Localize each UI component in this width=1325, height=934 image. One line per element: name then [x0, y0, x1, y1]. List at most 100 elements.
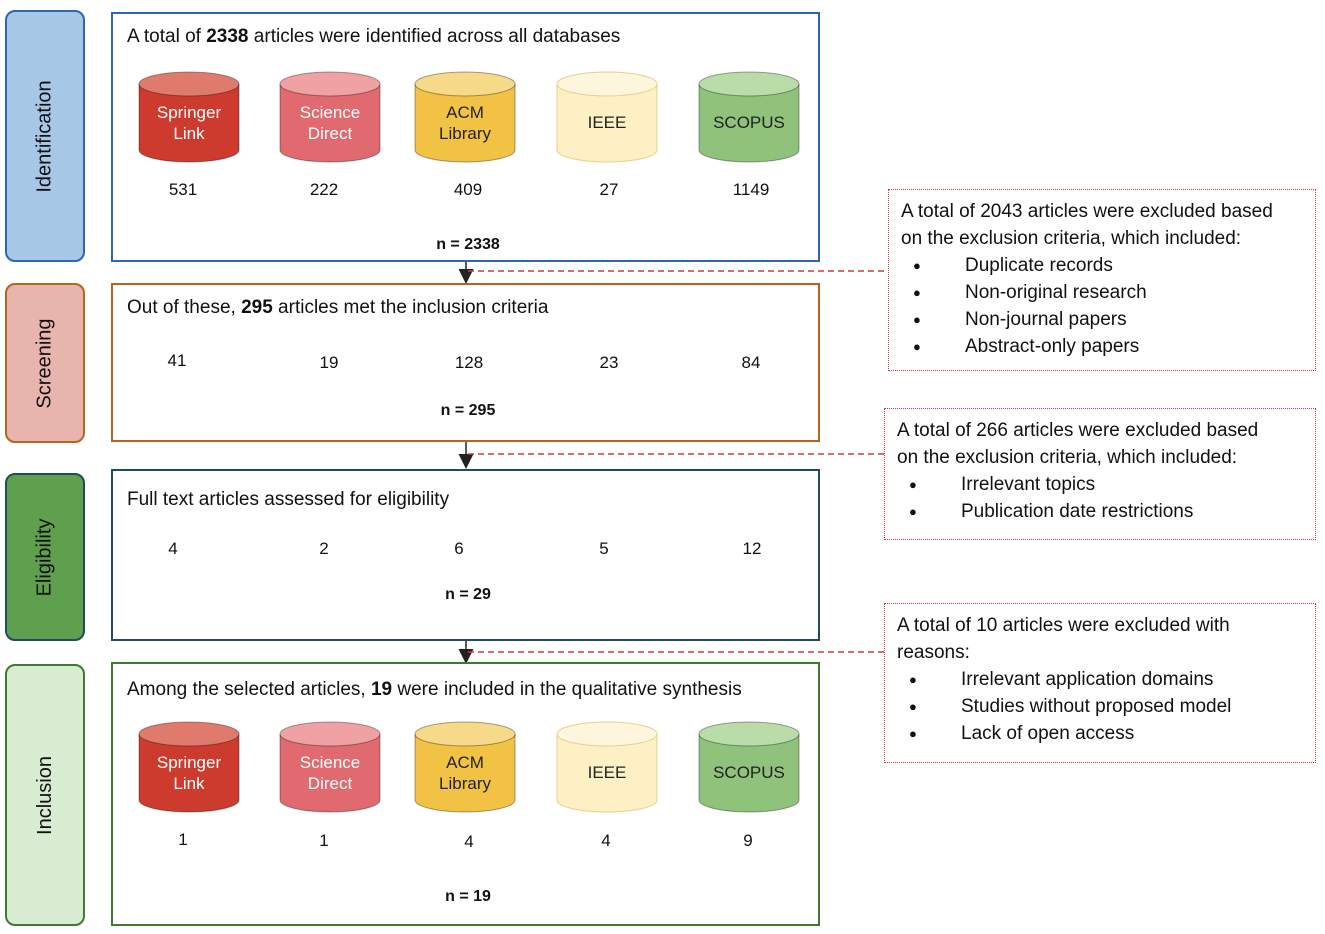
count-scopus: 9	[743, 831, 753, 850]
stage-label-eligibility: Eligibility	[5, 473, 85, 641]
count-scopus: 1149	[732, 180, 770, 199]
database-label: SCOPUS	[697, 112, 801, 133]
database-label: ACM Library	[413, 102, 517, 144]
list-item: Studies without proposed model	[909, 693, 1303, 720]
count-science-direct: 222	[309, 180, 339, 199]
count-springer: 4	[168, 539, 178, 558]
list-item: Irrelevant topics	[909, 471, 1303, 498]
cylinder-icon	[556, 721, 658, 813]
stage-label-text: Identification	[33, 79, 56, 193]
cylinder-icon	[698, 721, 800, 813]
exclusion-box-1: A total of 2043 articles were excluded b…	[888, 189, 1316, 371]
title-text: Out of these,	[127, 297, 242, 318]
cylinder-icon	[556, 71, 658, 163]
exclusion-box-3: A total of 10 articles were excluded wit…	[884, 603, 1316, 763]
count-acm: 4	[464, 832, 474, 851]
count-springer: 41	[167, 351, 187, 370]
cylinder-icon	[279, 721, 381, 813]
cylinder-icon	[138, 721, 240, 813]
list-item: Duplicate records	[913, 252, 1303, 279]
title-number: 19	[370, 679, 393, 700]
ieee-db: IEEE	[555, 70, 659, 164]
count-science-direct: 2	[319, 539, 329, 558]
exclusion-list: Irrelevant application domains Studies w…	[897, 666, 1303, 747]
database-label-line: Science	[299, 753, 361, 772]
count-ieee: 27	[599, 180, 619, 199]
database-label-line: Direct	[307, 774, 353, 793]
count-acm: 409	[453, 180, 483, 199]
list-item: Non-journal papers	[913, 306, 1303, 333]
database-label-line: Springer	[156, 103, 222, 122]
database-label-line: IEEE	[587, 763, 627, 782]
database-label: ACM Library	[413, 752, 517, 794]
list-item: Publication date restrictions	[909, 498, 1303, 525]
cylinder-icon	[414, 71, 516, 163]
database-label-line: SCOPUS	[713, 113, 785, 132]
stage-label-inclusion: Inclusion	[5, 664, 85, 926]
stage-label-screening: Screening	[5, 283, 85, 443]
list-item: Irrelevant application domains	[909, 666, 1303, 693]
total-count: n = 2338	[436, 236, 500, 253]
list-item: Abstract-only papers	[913, 333, 1303, 360]
count-scopus: 12	[742, 539, 762, 558]
ieee-db: IEEE	[555, 720, 659, 814]
cylinder-icon	[698, 71, 800, 163]
exclusion-text-line1: A total of 266 articles were excluded ba…	[897, 420, 1259, 441]
list-item: Lack of open access	[909, 720, 1303, 747]
stage-label-identification: Identification	[5, 10, 85, 262]
exclusion-text-line1: A total of 10 articles were excluded wit…	[897, 615, 1230, 636]
identification-title: A total of 2338 articles were identified…	[127, 26, 620, 48]
database-label-line: IEEE	[587, 113, 627, 132]
database-label-line: SCOPUS	[713, 763, 785, 782]
count-scopus: 84	[741, 353, 761, 372]
count-ieee: 5	[599, 539, 609, 558]
count-springer: 1	[178, 830, 188, 849]
database-label-line: Library	[439, 774, 491, 793]
eligibility-box: Full text articles assessed for eligibil…	[111, 469, 820, 641]
database-label-line: Springer	[156, 753, 222, 772]
scopus-db: SCOPUS	[697, 70, 801, 164]
stage-label-text: Screening	[33, 317, 56, 409]
acm-library-db: ACM Library	[413, 70, 517, 164]
stage-label-text: Eligibility	[33, 518, 56, 596]
title-text: Among the selected articles,	[127, 679, 371, 700]
title-number: 2338	[206, 26, 249, 47]
exclusion-text-line1: A total of 2043 articles were excluded b…	[901, 201, 1273, 222]
cylinder-icon	[414, 721, 516, 813]
total-count: n = 29	[445, 586, 491, 603]
database-label-line: Direct	[307, 124, 353, 143]
title-text: articles met the inclusion criteria	[272, 297, 549, 318]
exclusion-text-line2: on the exclusion criteria, which include…	[897, 447, 1238, 468]
exclusion-list: Irrelevant topics Publication date restr…	[897, 471, 1303, 525]
database-label: SCOPUS	[697, 762, 801, 783]
count-ieee: 23	[599, 353, 619, 372]
count-acm: 128	[454, 353, 484, 372]
title-text: were included in the qualitative synthes…	[392, 679, 742, 700]
eligibility-title: Full text articles assessed for eligibil…	[127, 489, 450, 510]
inclusion-box: Among the selected articles, 19 were inc…	[111, 662, 820, 926]
database-label-line: Science	[299, 103, 361, 122]
database-label-line: ACM	[446, 753, 484, 772]
cylinder-icon	[279, 71, 381, 163]
count-ieee: 4	[601, 831, 611, 850]
title-number: 295	[241, 297, 273, 318]
database-label-line: Link	[173, 774, 205, 793]
scopus-db: SCOPUS	[697, 720, 801, 814]
database-label-line: ACM	[446, 103, 484, 122]
cylinder-icon	[138, 71, 240, 163]
exclusion-list: Duplicate records Non-original research …	[901, 252, 1303, 360]
list-item: Non-original research	[913, 279, 1303, 306]
title-text: articles were identified across all data…	[248, 26, 621, 47]
database-label: IEEE	[555, 762, 659, 783]
acm-library-db: ACM Library	[413, 720, 517, 814]
database-label-line: Library	[439, 124, 491, 143]
count-acm: 6	[454, 539, 464, 558]
exclusion-text-line2: on the exclusion criteria, which include…	[901, 228, 1242, 249]
exclusion-text-line2: reasons:	[897, 642, 970, 663]
